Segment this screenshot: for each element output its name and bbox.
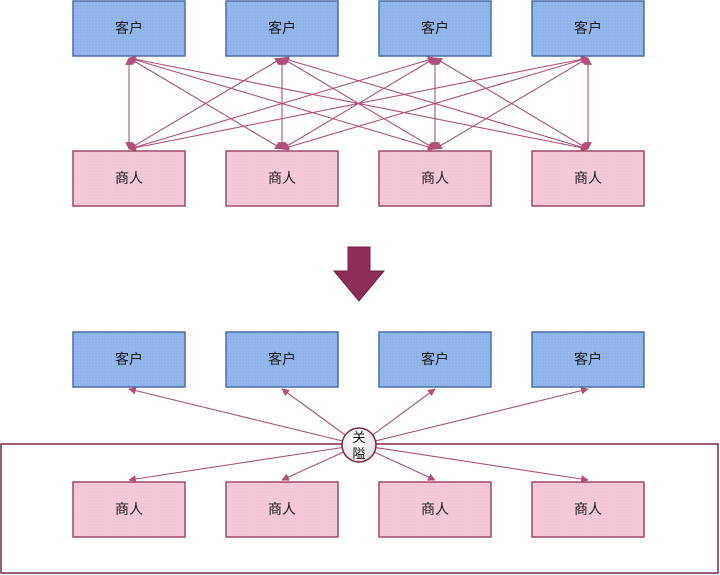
customer-label: 客户 [574,20,602,37]
merchant-label: 商人 [421,171,449,187]
hub-connections [128,386,589,483]
hub-label-line2: 隘 [352,447,365,462]
merchant-box: 商人 [72,150,186,207]
merchant-box: 商人 [531,150,645,207]
customer-label: 客户 [115,351,143,368]
hub-to-merchant-line [128,444,360,483]
customer-label: 客户 [421,351,449,368]
hub-to-customer-line [358,386,589,446]
customer-box: 客户 [378,331,492,388]
mesh-connector-line [434,57,589,150]
hub-to-customer-line [128,386,360,446]
customer-box: 客户 [72,0,186,57]
merchant-label: 商人 [268,171,296,187]
bottom-merchant-row: 商人 商人 商人 商人 [72,481,645,538]
merchant-label: 商人 [268,502,296,518]
hub-to-merchant-line [358,444,589,483]
gateway-hub: 关 隘 [341,427,377,463]
customer-box: 客户 [225,0,339,57]
merchant-box: 商人 [225,481,339,538]
top-customer-row: 客户 客户 客户 客户 [72,0,645,57]
customer-box: 客户 [531,0,645,57]
customer-label: 客户 [268,20,296,37]
customer-label: 客户 [421,20,449,37]
merchant-box: 商人 [531,481,645,538]
customer-label: 客户 [115,20,143,37]
bottom-customer-row: 客户 客户 客户 客户 [72,331,645,388]
customer-box: 客户 [225,331,339,388]
customer-label: 客户 [268,351,296,368]
merchant-label: 商人 [574,171,602,187]
customer-box: 客户 [72,331,186,388]
merchant-label: 商人 [115,502,143,518]
merchant-label: 商人 [421,502,449,518]
merchant-label: 商人 [115,171,143,187]
customer-box: 客户 [531,331,645,388]
merchant-box: 商人 [378,150,492,207]
customer-label: 客户 [574,351,602,368]
merchant-box: 商人 [72,481,186,538]
mesh-connections [125,55,592,152]
top-merchant-row: 商人 商人 商人 商人 [72,150,645,207]
merchant-label: 商人 [574,502,602,518]
merchant-box: 商人 [225,150,339,207]
transition-arrow-icon [332,246,386,302]
hub-label-line1: 关 [352,431,365,446]
customer-box: 客户 [378,0,492,57]
merchant-box: 商人 [378,481,492,538]
